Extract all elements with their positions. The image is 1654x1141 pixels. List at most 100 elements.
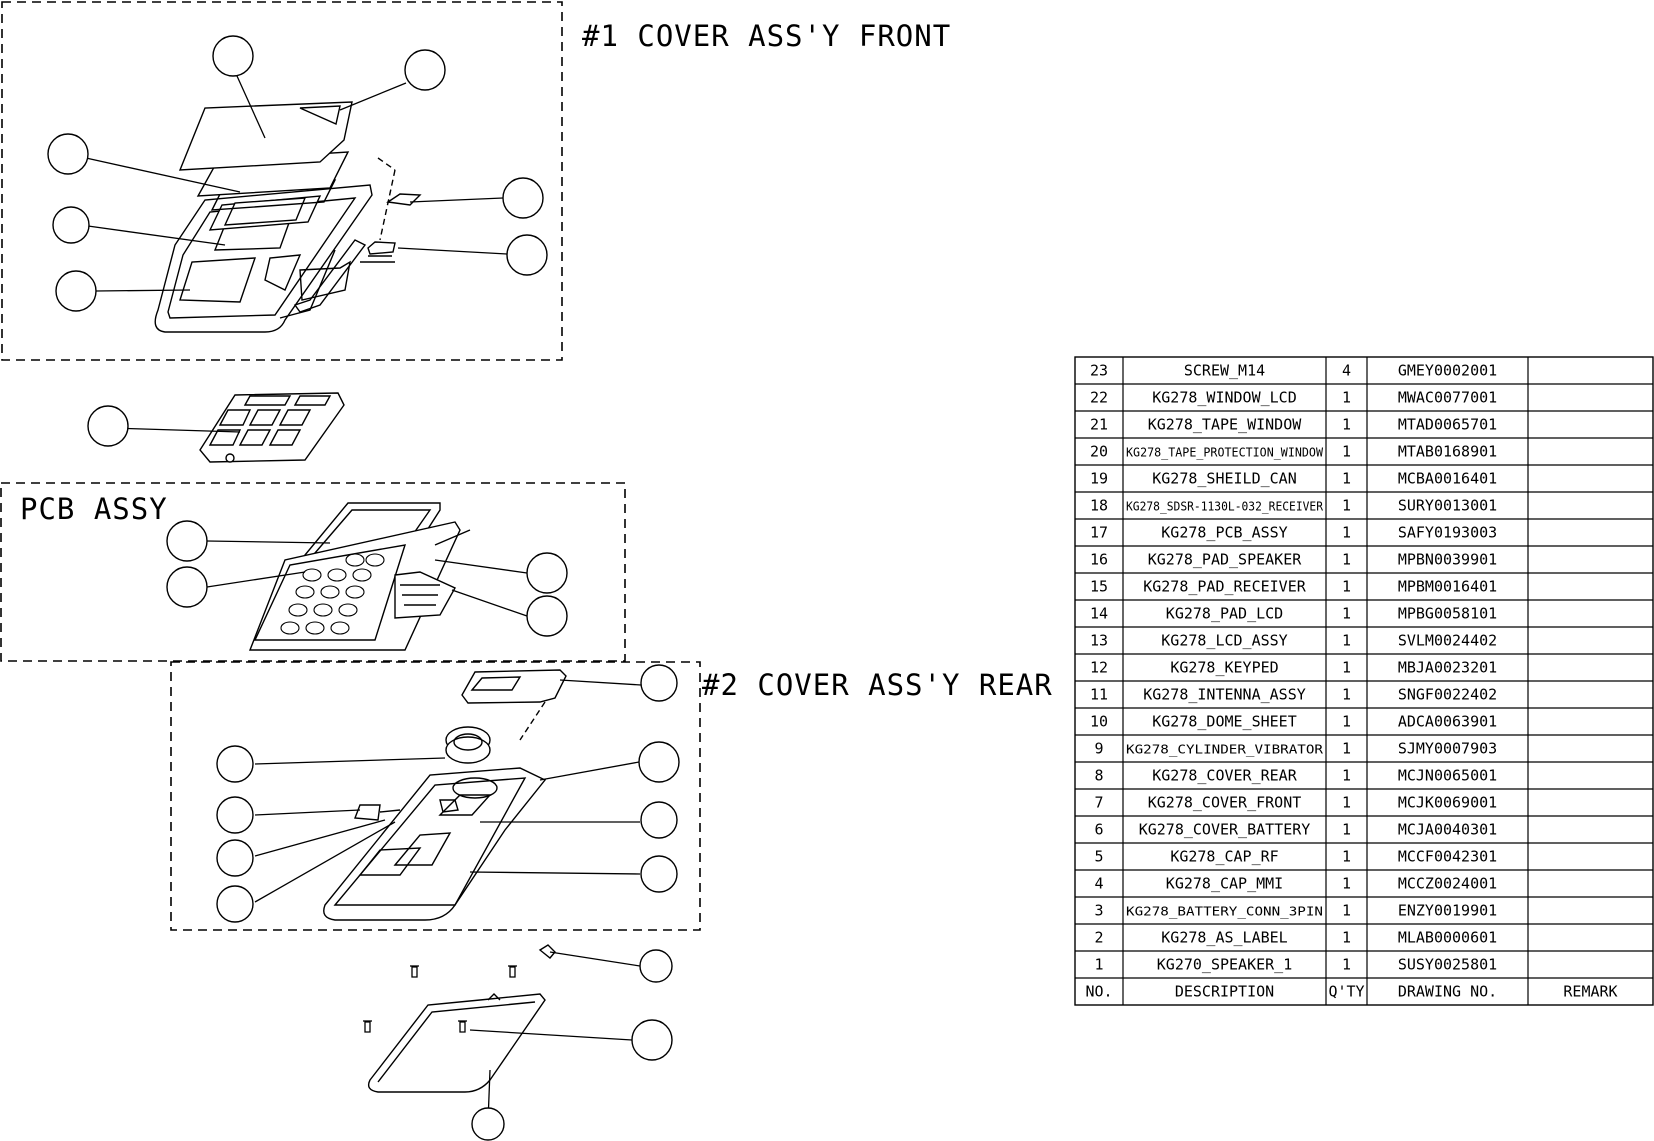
table-cell-no: 14 bbox=[1090, 605, 1108, 623]
callout-balloon bbox=[640, 855, 678, 893]
table-cell-qty: 1 bbox=[1342, 659, 1351, 677]
table-cell-description: KG278_AS_LABEL bbox=[1161, 929, 1287, 947]
table-cell-qty: 1 bbox=[1342, 794, 1351, 812]
table-cell-description: KG278_PAD_LCD bbox=[1166, 605, 1283, 623]
table-cell-qty: 1 bbox=[1342, 551, 1351, 569]
table-cell-qty: 1 bbox=[1342, 902, 1351, 920]
table-cell-drawing-no: MPBM0016401 bbox=[1398, 578, 1497, 596]
callout-balloon bbox=[631, 1019, 673, 1061]
table-cell-drawing-no: SVLM0024402 bbox=[1398, 632, 1497, 650]
table-cell-description: KG278_TAPE_WINDOW bbox=[1148, 416, 1302, 434]
table-header-no: NO. bbox=[1085, 983, 1112, 1001]
table-cell-description: KG278_LCD_ASSY bbox=[1161, 632, 1287, 650]
table-cell-no: 9 bbox=[1094, 740, 1103, 758]
callout-balloon bbox=[87, 405, 129, 447]
table-cell-no: 16 bbox=[1090, 551, 1108, 569]
table-cell-no: 20 bbox=[1090, 443, 1108, 461]
callout-balloon bbox=[640, 664, 678, 702]
table-cell-description: KG270_SPEAKER_1 bbox=[1157, 956, 1292, 974]
callout-balloon bbox=[640, 801, 678, 839]
table-cell-drawing-no: MCCF0042301 bbox=[1398, 848, 1497, 866]
callout-balloon bbox=[471, 1107, 505, 1141]
table-cell-drawing-no: MBJA0023201 bbox=[1398, 659, 1497, 677]
battery-cover-parts bbox=[363, 944, 556, 1093]
table-cell-qty: 1 bbox=[1342, 470, 1351, 488]
cover-rear-group-box bbox=[170, 661, 701, 931]
table-cell-description: KG278_WINDOW_LCD bbox=[1152, 389, 1297, 407]
table-cell-no: 11 bbox=[1090, 686, 1108, 704]
table-cell-qty: 1 bbox=[1342, 956, 1351, 974]
table-cell-description: KG278_PAD_RECEIVER bbox=[1143, 578, 1307, 596]
pcb-assy-parts bbox=[248, 502, 471, 651]
table-cell-description: KG278_PCB_ASSY bbox=[1161, 524, 1287, 542]
table-cell-drawing-no: MPBN0039901 bbox=[1398, 551, 1497, 569]
table-cell-description: KG278_COVER_BATTERY bbox=[1139, 821, 1311, 839]
table-header-description: DESCRIPTION bbox=[1175, 983, 1274, 1001]
table-cell-qty: 1 bbox=[1342, 767, 1351, 785]
table-cell-qty: 1 bbox=[1342, 524, 1351, 542]
table-cell-no: 4 bbox=[1094, 875, 1103, 893]
callout-balloon bbox=[502, 177, 544, 219]
table-cell-description: KG278_COVER_FRONT bbox=[1148, 794, 1302, 812]
table-cell-qty: 1 bbox=[1342, 875, 1351, 893]
callout-balloon bbox=[526, 552, 568, 594]
table-cell-description: KG278_KEYPED bbox=[1170, 659, 1278, 677]
callout-balloon bbox=[212, 35, 254, 77]
cover-front-group-box bbox=[1, 1, 563, 361]
callout-balloon bbox=[216, 885, 254, 923]
table-cell-qty: 1 bbox=[1342, 848, 1351, 866]
table-cell-drawing-no: SJMY0007903 bbox=[1398, 740, 1497, 758]
table-cell-description: KG278_SHEILD_CAN bbox=[1152, 470, 1297, 488]
table-cell-no: 12 bbox=[1090, 659, 1108, 677]
table-cell-no: 3 bbox=[1094, 902, 1103, 920]
table-cell-drawing-no: MCJA0040301 bbox=[1398, 821, 1497, 839]
callout-balloon bbox=[52, 206, 90, 244]
table-cell-drawing-no: MCJN0065001 bbox=[1398, 767, 1497, 785]
table-cell-no: 1 bbox=[1094, 956, 1103, 974]
table-cell-description: KG278_CAP_MMI bbox=[1166, 875, 1283, 893]
callout-balloon bbox=[216, 839, 254, 877]
table-cell-no: 19 bbox=[1090, 470, 1108, 488]
table-cell-qty: 1 bbox=[1342, 389, 1351, 407]
table-cell-qty: 4 bbox=[1342, 362, 1351, 380]
table-cell-no: 7 bbox=[1094, 794, 1103, 812]
table-cell-qty: 1 bbox=[1342, 821, 1351, 839]
table-cell-qty: 1 bbox=[1342, 713, 1351, 731]
table-cell-qty: 1 bbox=[1342, 578, 1351, 596]
table-cell-qty: 1 bbox=[1342, 929, 1351, 947]
table-cell-description: KG278_SDSR-1130L-032_RECEIVER bbox=[1126, 500, 1324, 514]
callout-balloon bbox=[526, 595, 568, 637]
table-cell-description: KG278_CYLINDER_VIBRATOR bbox=[1126, 743, 1324, 757]
callout-balloon bbox=[639, 949, 673, 983]
table-cell-qty: 1 bbox=[1342, 740, 1351, 758]
table-cell-description: SCREW_M14 bbox=[1184, 362, 1265, 380]
table-cell-no: 6 bbox=[1094, 821, 1103, 839]
table-cell-drawing-no: MCCZ0024001 bbox=[1398, 875, 1497, 893]
callout-balloon bbox=[404, 49, 446, 91]
table-cell-description: KG278_TAPE_PROTECTION_WINDOW bbox=[1126, 446, 1324, 460]
table-cell-description: KG278_PAD_SPEAKER bbox=[1148, 551, 1302, 569]
table-cell-qty: 1 bbox=[1342, 416, 1351, 434]
callout-balloon bbox=[166, 520, 208, 562]
table-cell-qty: 1 bbox=[1342, 686, 1351, 704]
table-cell-drawing-no: MLAB0000601 bbox=[1398, 929, 1497, 947]
cover-rear-parts bbox=[323, 669, 567, 921]
cover-rear-title: #2 COVER ASS'Y REAR bbox=[702, 668, 1053, 702]
table-cell-no: 15 bbox=[1090, 578, 1108, 596]
table-cell-drawing-no: MCBA0016401 bbox=[1398, 470, 1497, 488]
cover-front-parts bbox=[154, 101, 422, 333]
table-cell-qty: 1 bbox=[1342, 632, 1351, 650]
table-cell-description: KG278_DOME_SHEET bbox=[1152, 713, 1297, 731]
table-cell-no: 8 bbox=[1094, 767, 1103, 785]
table-cell-drawing-no: SNGF0022402 bbox=[1398, 686, 1497, 704]
table-cell-no: 10 bbox=[1090, 713, 1108, 731]
table-header-drawing-no: DRAWING NO. bbox=[1398, 983, 1497, 1001]
table-cell-qty: 1 bbox=[1342, 443, 1351, 461]
table-cell-no: 23 bbox=[1090, 362, 1108, 380]
table-cell-drawing-no: MCJK0069001 bbox=[1398, 794, 1497, 812]
table-cell-drawing-no: MTAD0065701 bbox=[1398, 416, 1497, 434]
callout-leaders bbox=[85, 75, 642, 1123]
pcb-assy-title: PCB ASSY bbox=[20, 492, 168, 526]
table-cell-drawing-no: GMEY0002001 bbox=[1398, 362, 1497, 380]
